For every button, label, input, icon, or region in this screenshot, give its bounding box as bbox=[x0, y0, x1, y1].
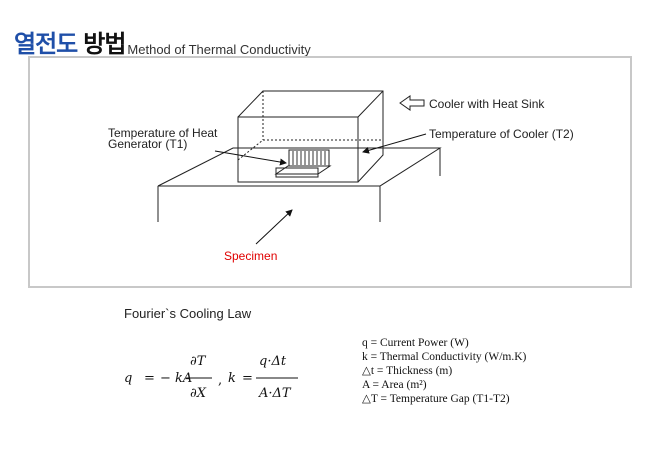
heat-generator-arrow bbox=[214, 150, 287, 166]
definition-item: △T = Temperature Gap (T1-T2) bbox=[362, 393, 510, 405]
law-title: Fourier`s Cooling Law bbox=[124, 306, 252, 321]
formula-eq2: = bbox=[242, 371, 253, 386]
formula-eq1: = bbox=[144, 371, 155, 386]
cooler-temp-arrow bbox=[362, 133, 427, 154]
label-cooler-temp: Temperature of Cooler (T2) bbox=[429, 127, 574, 141]
formula-den2: A·ΔT bbox=[259, 386, 291, 401]
formula-q: q bbox=[124, 371, 133, 386]
cooler-box bbox=[237, 90, 384, 183]
formula-neg-kA: − kA bbox=[160, 371, 193, 386]
definitions-list: q = Current Power (W) k = Thermal Conduc… bbox=[362, 336, 526, 406]
title-english: Method of Thermal Conductivity bbox=[127, 42, 311, 57]
formula-num1: ∂T bbox=[190, 354, 206, 369]
formula-k: k bbox=[228, 371, 236, 386]
page-title: 열전도 방법 Method of Thermal Conductivity bbox=[14, 24, 311, 59]
title-korean-blue: 열전도 bbox=[14, 30, 78, 58]
formula-comma: , bbox=[218, 373, 223, 388]
formula-num2: q·Δt bbox=[259, 354, 287, 369]
cooler-arrow-icon bbox=[399, 95, 425, 111]
definition-item: A = Area (m²) bbox=[362, 379, 427, 391]
specimen-table bbox=[157, 147, 442, 222]
label-cooler: Cooler with Heat Sink bbox=[429, 97, 545, 111]
diagram-frame bbox=[28, 56, 632, 288]
heat-sink-fins bbox=[292, 151, 326, 165]
title-korean-black: 방법 bbox=[83, 30, 126, 58]
definition-item: q = Current Power (W) bbox=[362, 337, 469, 349]
definition-item: △t = Thickness (m) bbox=[362, 365, 453, 377]
label-specimen: Specimen bbox=[224, 249, 278, 263]
specimen-arrow bbox=[255, 209, 293, 245]
fourier-formula: q = − kA ∂T ∂X , k = q·Δt A·ΔT bbox=[118, 352, 318, 408]
formula-den1: ∂X bbox=[190, 386, 206, 401]
label-heat-generator: Temperature of Heat Generator (T1) bbox=[108, 126, 218, 151]
definition-item: k = Thermal Conductivity (W/m.K) bbox=[362, 351, 527, 363]
heat-generator bbox=[274, 149, 332, 178]
